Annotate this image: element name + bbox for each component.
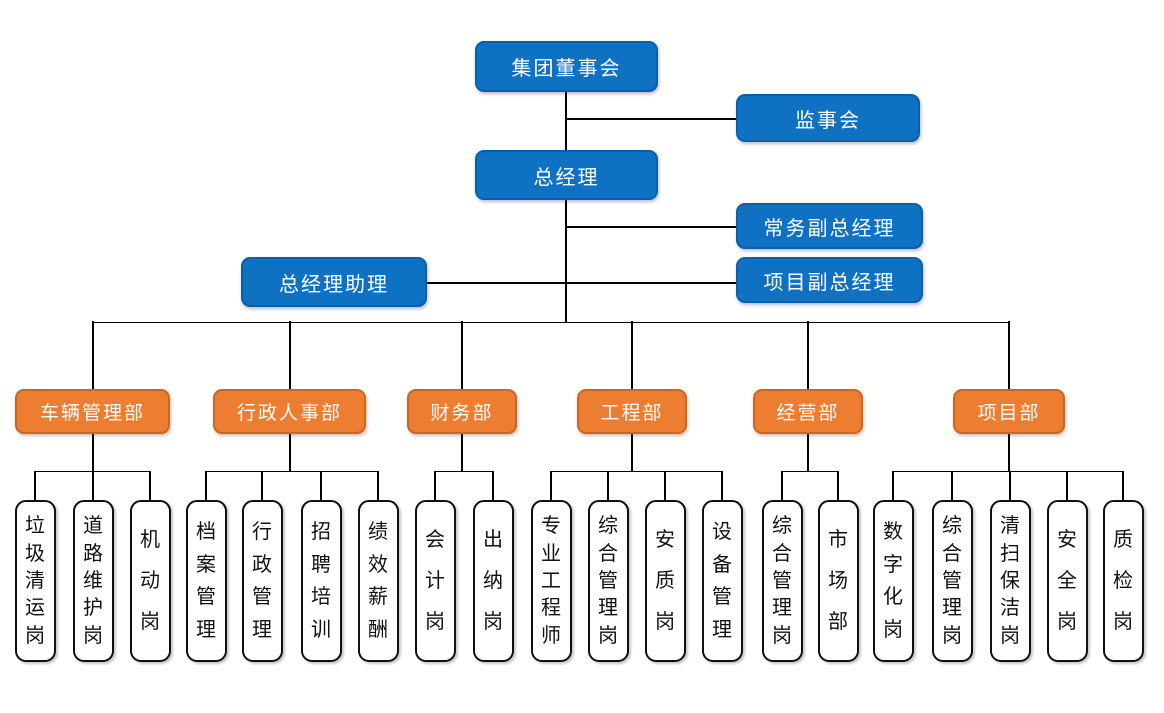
post-cashier: 出纳岗 (472, 500, 514, 662)
post-road-maintenance: 道路维护岗 (72, 500, 114, 662)
connector (607, 470, 609, 502)
dept-engineering: 工程部 (577, 389, 687, 434)
dept-project: 项目部 (953, 389, 1065, 434)
connector (631, 433, 633, 472)
connector (461, 321, 463, 390)
node-gm-assistant: 总经理助理 (241, 257, 427, 307)
connector (781, 470, 783, 502)
connector (565, 198, 567, 323)
connector (951, 470, 953, 502)
connector (289, 321, 291, 390)
connector (377, 470, 379, 502)
connector (92, 321, 94, 390)
connector (205, 470, 379, 472)
connector (92, 470, 94, 502)
connector (1008, 433, 1010, 472)
connector (289, 433, 291, 472)
post-general-management-ops: 综合管理岗 (761, 500, 803, 662)
connector (781, 470, 839, 472)
connector (664, 470, 666, 502)
node-exec-deputy-gm: 常务副总经理 (736, 203, 923, 249)
connector (1066, 470, 1068, 502)
post-archives-management: 档案管理 (185, 500, 227, 662)
connector (1008, 321, 1010, 390)
post-general-management-proj: 综合管理岗 (931, 500, 973, 662)
connector (261, 470, 263, 502)
connector (205, 470, 207, 502)
post-quality-inspection: 质检岗 (1102, 500, 1144, 662)
post-admin-management: 行政管理 (241, 500, 283, 662)
connector (550, 470, 552, 502)
dept-finance: 财务部 (407, 389, 517, 434)
connector (434, 470, 494, 472)
connector (807, 321, 809, 390)
connector (461, 433, 463, 472)
connector (149, 470, 151, 502)
connector (721, 470, 723, 502)
dept-operations: 经营部 (753, 389, 863, 434)
connector (892, 470, 894, 502)
connector (1122, 470, 1124, 502)
post-mobile-duty: 机动岗 (129, 500, 171, 662)
connector (837, 470, 839, 502)
connector (34, 470, 36, 502)
connector (566, 226, 736, 228)
connector (1009, 470, 1011, 502)
post-market: 市场部 (817, 500, 859, 662)
node-supervisory-board: 监事会 (736, 94, 920, 142)
connector (92, 321, 1009, 323)
connector (492, 470, 494, 502)
connector (807, 433, 809, 472)
post-recruitment-training: 招聘培训 (300, 500, 342, 662)
connector (434, 470, 436, 502)
post-sweeping-cleaning: 清扫保洁岗 (989, 500, 1031, 662)
connector (565, 91, 567, 151)
connector (320, 470, 322, 502)
connector (566, 118, 736, 120)
post-professional-engineer: 专业工程师 (530, 500, 572, 662)
post-general-management-eng: 综合管理岗 (587, 500, 629, 662)
post-accounting: 会计岗 (414, 500, 456, 662)
connector (92, 433, 94, 472)
post-garbage-removal: 垃圾清运岗 (14, 500, 56, 662)
node-project-deputy-gm: 项目副总经理 (736, 257, 923, 303)
dept-vehicle-management: 车辆管理部 (15, 389, 170, 434)
connector (550, 470, 723, 472)
node-board: 集团董事会 (475, 41, 658, 92)
post-digitalization: 数字化岗 (872, 500, 914, 662)
post-performance-compensation: 绩效薪酬 (357, 500, 399, 662)
connector (427, 282, 736, 284)
post-safety: 安全岗 (1046, 500, 1088, 662)
connector (892, 470, 1124, 472)
post-equipment-management: 设备管理 (701, 500, 743, 662)
post-safety-quality: 安质岗 (644, 500, 686, 662)
connector (631, 321, 633, 390)
dept-admin-hr: 行政人事部 (213, 389, 366, 434)
node-general-manager: 总经理 (475, 150, 658, 200)
